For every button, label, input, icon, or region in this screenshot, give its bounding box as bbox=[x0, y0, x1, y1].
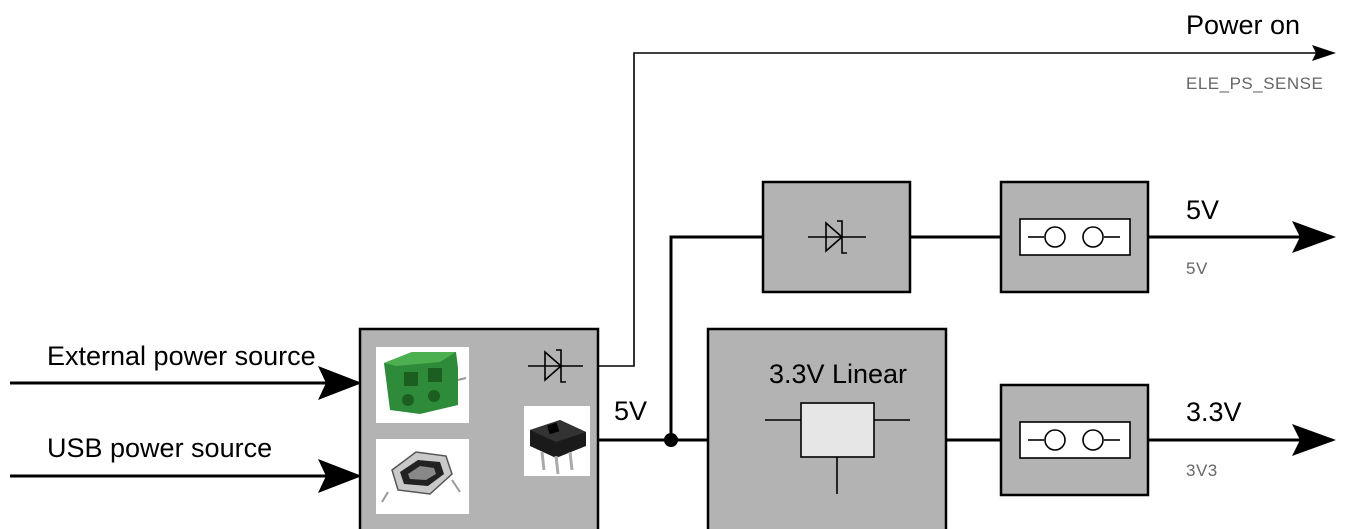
bus-5v-label: 5V bbox=[614, 396, 647, 426]
terminal-block-icon bbox=[376, 347, 469, 423]
arrow-right-icon bbox=[1292, 221, 1336, 253]
output-5v-signal: 5V bbox=[1186, 259, 1208, 278]
usb-connector-icon bbox=[376, 439, 469, 514]
slide-switch-icon bbox=[524, 406, 590, 476]
output-5v-wire bbox=[1148, 221, 1336, 253]
bus-5v-branch-wire bbox=[669, 235, 763, 440]
output-5v-label: 5V bbox=[1186, 195, 1219, 225]
jumper-icon bbox=[1019, 421, 1131, 459]
arrow-right-icon bbox=[1312, 45, 1336, 61]
output-3v3-signal: 3V3 bbox=[1186, 461, 1218, 480]
external-power-wire bbox=[10, 366, 362, 400]
arrow-right-icon bbox=[318, 366, 362, 400]
jumper-icon bbox=[1019, 218, 1131, 256]
power-on-label: Power on bbox=[1186, 10, 1300, 40]
diode-icon bbox=[808, 220, 866, 254]
arrow-right-icon bbox=[1292, 424, 1336, 456]
diode-icon bbox=[528, 349, 583, 383]
usb-power-wire bbox=[10, 459, 362, 493]
output-3v3-label: 3.3V bbox=[1186, 397, 1242, 427]
usb-power-label: USB power source bbox=[47, 433, 272, 463]
power-on-wire bbox=[598, 45, 1336, 367]
external-power-label: External power source bbox=[47, 341, 316, 371]
regulator-icon bbox=[765, 402, 910, 494]
regulator-label: 3.3V Linear bbox=[769, 359, 907, 389]
output-3v3-wire bbox=[1148, 424, 1336, 456]
arrow-right-icon bbox=[318, 459, 362, 493]
power-on-signal: ELE_PS_SENSE bbox=[1186, 74, 1323, 93]
